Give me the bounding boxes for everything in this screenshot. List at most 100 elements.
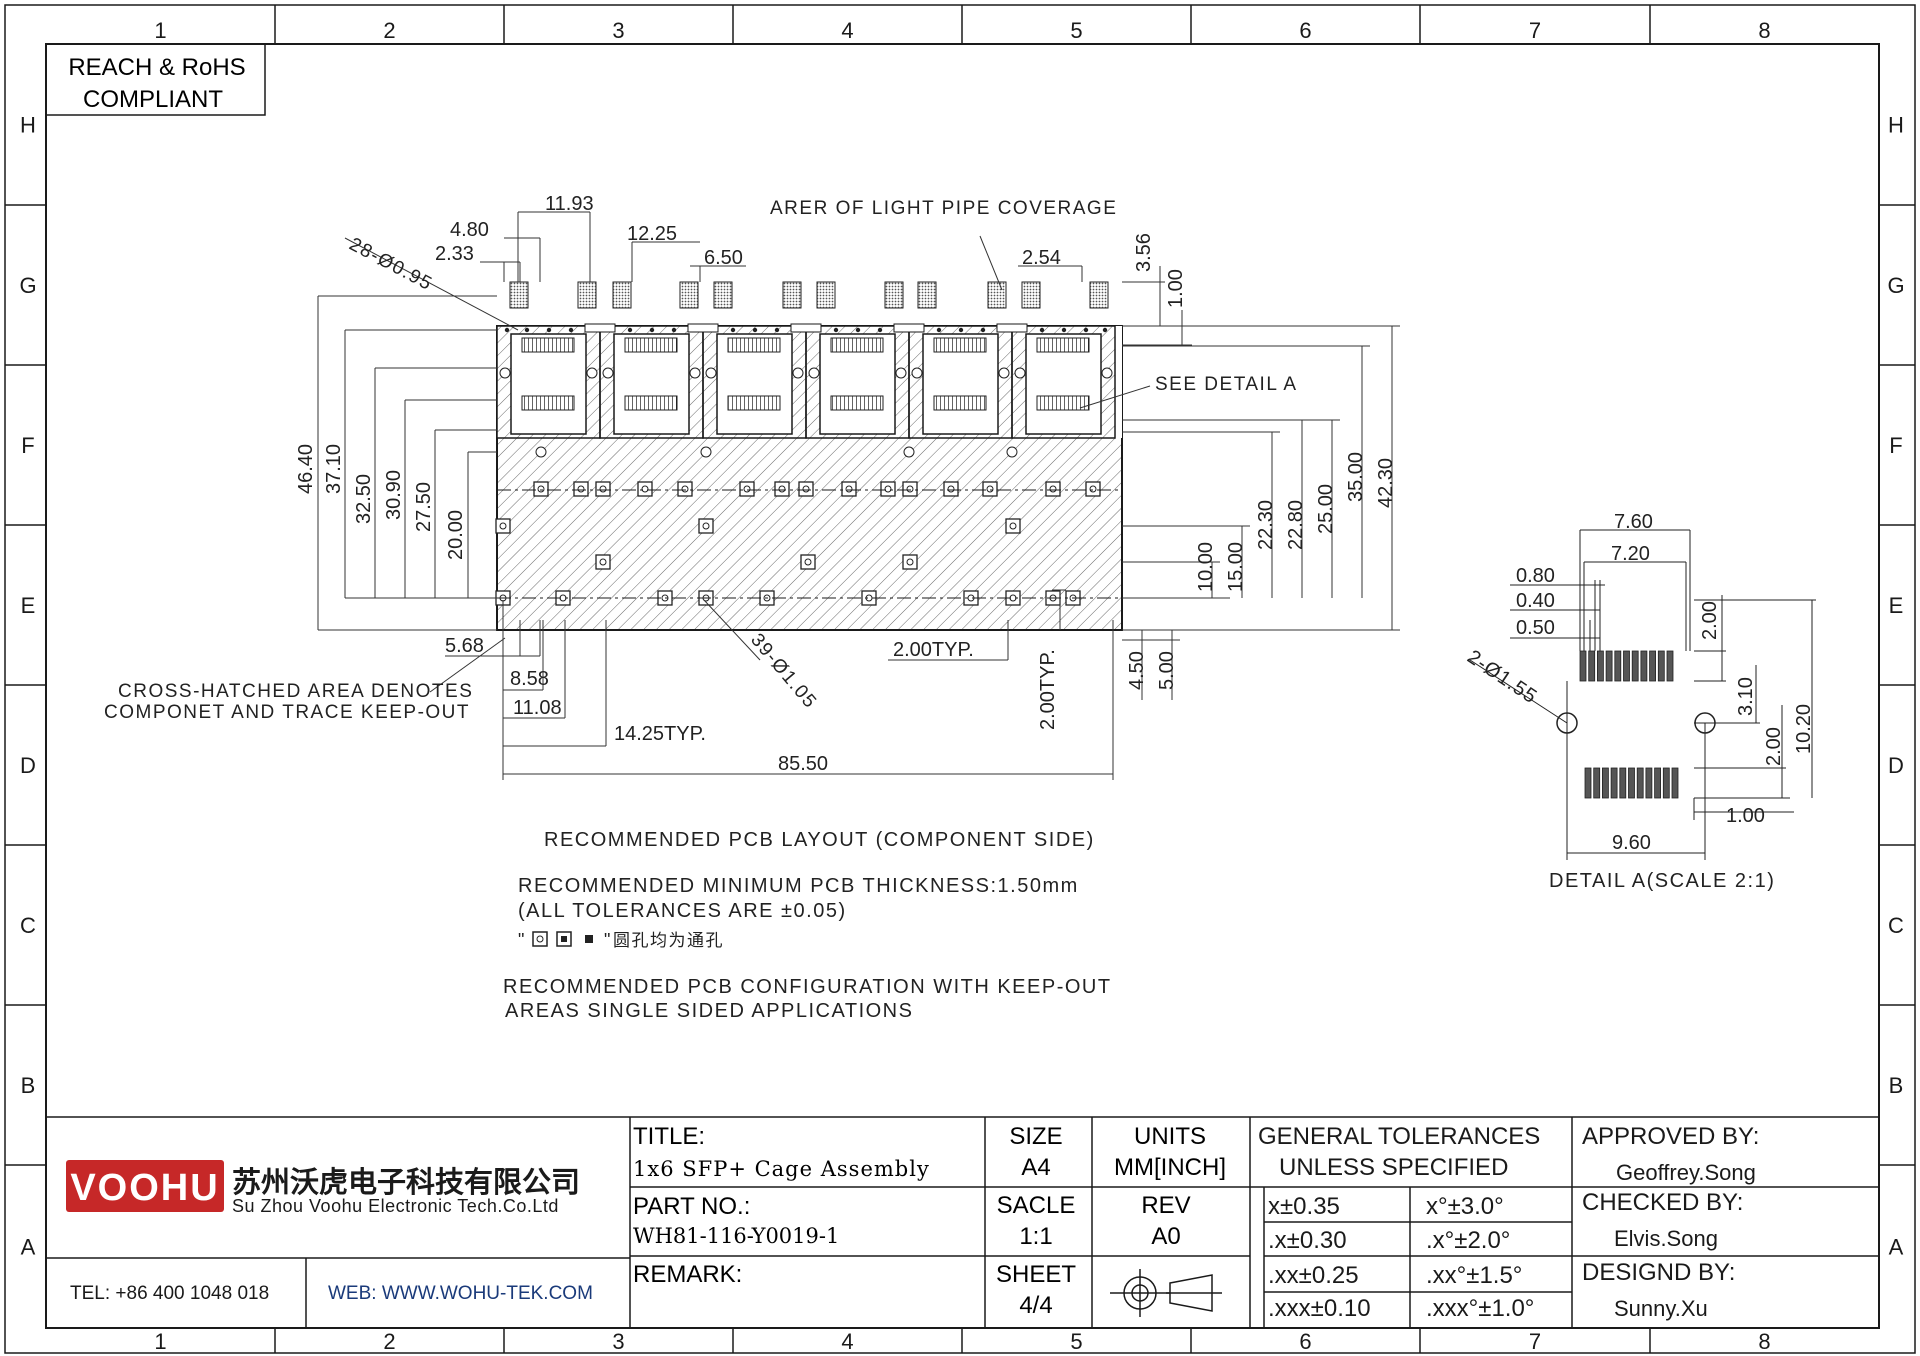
column-label-top: 7 [1529, 18, 1541, 43]
drill-hole [537, 485, 545, 493]
row-label-right: H [1888, 113, 1904, 138]
drill-hole [845, 485, 853, 493]
dim-22-80: 22.80 [1285, 500, 1307, 550]
square-pad [677, 481, 693, 497]
square-pad [800, 554, 816, 570]
tol-linear-3: .xxx±0.10 [1268, 1295, 1371, 1322]
small-hole [936, 327, 942, 333]
cage-tab [584, 323, 616, 333]
row-label-left: E [21, 593, 36, 618]
holes-39-leader [703, 599, 761, 661]
dim-10-00: 10.00 [1195, 542, 1217, 592]
config-note-1: RECOMMENDED PCB CONFIGURATION WITH KEEP-… [503, 976, 1112, 998]
small-hole [1061, 327, 1067, 333]
small-hole [649, 327, 655, 333]
small-hole [504, 327, 510, 333]
holes-28-callout: 28-Ø0.95 [346, 234, 436, 295]
dim-4-50: 4.50 [1126, 651, 1148, 690]
detail-pad-lower [1636, 767, 1644, 799]
layout-title: RECOMMENDED PCB LAYOUT (COMPONENT SIDE) [544, 829, 1095, 851]
tol-angle-2: .xx°±1.5° [1426, 1262, 1522, 1289]
dim-5-68: 5.68 [445, 635, 484, 657]
tol-angle-1: .x°±2.0° [1426, 1227, 1510, 1254]
pcb-layout-view [317, 211, 1400, 780]
detail-dim-2-00-top: 2.00 [1699, 601, 1721, 640]
size-label: SIZE [1009, 1123, 1062, 1150]
row-label-right: C [1888, 913, 1904, 938]
light-pipe-pad [577, 281, 597, 309]
approved-value: Geoffrey.Song [1616, 1160, 1756, 1185]
column-label-bottom: 5 [1070, 1329, 1082, 1354]
cage-via [499, 367, 511, 379]
drill-hole [778, 485, 786, 493]
dim-85-50: 85.50 [778, 753, 828, 775]
cage-via [1014, 367, 1026, 379]
column-label-bottom: 3 [612, 1329, 624, 1354]
dim-37-10: 37.10 [323, 444, 345, 494]
dim-15-00: 15.00 [1225, 542, 1247, 592]
dim-4-80: 4.80 [450, 219, 489, 241]
cage-via [1101, 367, 1113, 379]
dim-30-90: 30.90 [383, 470, 405, 520]
detail-pads [1579, 650, 1679, 799]
dim-11-08: 11.08 [513, 697, 562, 719]
round-hole [903, 446, 915, 458]
light-pipe-pad [713, 281, 733, 309]
square-pad [698, 518, 714, 534]
column-label-bottom: 8 [1758, 1329, 1770, 1354]
light-pipe-pad [1021, 281, 1041, 309]
tolerance-header-1: GENERAL TOLERANCES [1258, 1123, 1540, 1150]
tol-angle-0: x°±3.0° [1426, 1193, 1504, 1220]
detail-pad-upper [1623, 650, 1630, 682]
drill-hole [884, 485, 892, 493]
sheet-value: 4/4 [1019, 1292, 1052, 1319]
scale-value: 1:1 [1019, 1223, 1052, 1250]
hole-legend: " " 圆孔均为通孔 [518, 930, 723, 950]
detail-dim-7-20: 7.20 [1611, 543, 1650, 565]
detail-pad-upper [1666, 650, 1674, 682]
drill-hole [906, 558, 914, 566]
square-pad [573, 481, 589, 497]
compliance-box: REACH & RoHS COMPLIANT [45, 43, 266, 116]
dim-6-50: 6.50 [704, 247, 743, 269]
round-hole [1006, 446, 1018, 458]
small-hole [877, 327, 883, 333]
drill-hole [763, 594, 771, 602]
company-web[interactable]: WEB: WWW.WOHU-TEK.COM [328, 1283, 593, 1304]
drill-hole [681, 485, 689, 493]
crosshatch-note-1: CROSS-HATCHED AREA DENOTES [118, 681, 473, 702]
drill-hole [577, 485, 585, 493]
pad-row-lower [830, 395, 884, 411]
detail-holes-callout: 2-Ø1.55 [1463, 646, 1541, 709]
projection-symbol-icon [1110, 1269, 1222, 1317]
title-value: 1x6 SFP+ Cage Assembly [633, 1157, 930, 1181]
detail-dimension-line [1469, 659, 1568, 724]
cage-via [911, 367, 923, 379]
sheet-label: SHEET [996, 1261, 1076, 1288]
row-label-left: B [21, 1073, 36, 1098]
size-value: A4 [1021, 1154, 1050, 1181]
dim-2-54: 2.54 [1022, 247, 1061, 269]
logo-text: VOOHU [70, 1167, 219, 1209]
cage-via [602, 367, 614, 379]
dim-2-00-typ-v: 2.00TYP. [1037, 649, 1059, 730]
dim-11-93: 11.93 [545, 193, 594, 215]
company-tel: TEL: +86 400 1048 018 [70, 1283, 269, 1304]
square-pad [637, 481, 653, 497]
square-pad [880, 481, 896, 497]
detail-dimension-lines [1469, 529, 1816, 860]
light-pipe-pad [816, 281, 836, 309]
square-pad [595, 481, 611, 497]
column-label-top: 8 [1758, 18, 1770, 43]
square-pad [1005, 518, 1021, 534]
dim-20-00: 20.00 [445, 510, 467, 560]
round-hole [700, 446, 712, 458]
square-pad [943, 481, 959, 497]
square-pad [595, 554, 611, 570]
small-hole [774, 327, 780, 333]
approved-label: APPROVED BY: [1582, 1123, 1759, 1150]
title-label: TITLE: [633, 1123, 705, 1150]
small-hole [546, 327, 552, 333]
pad-row-upper [933, 337, 987, 353]
